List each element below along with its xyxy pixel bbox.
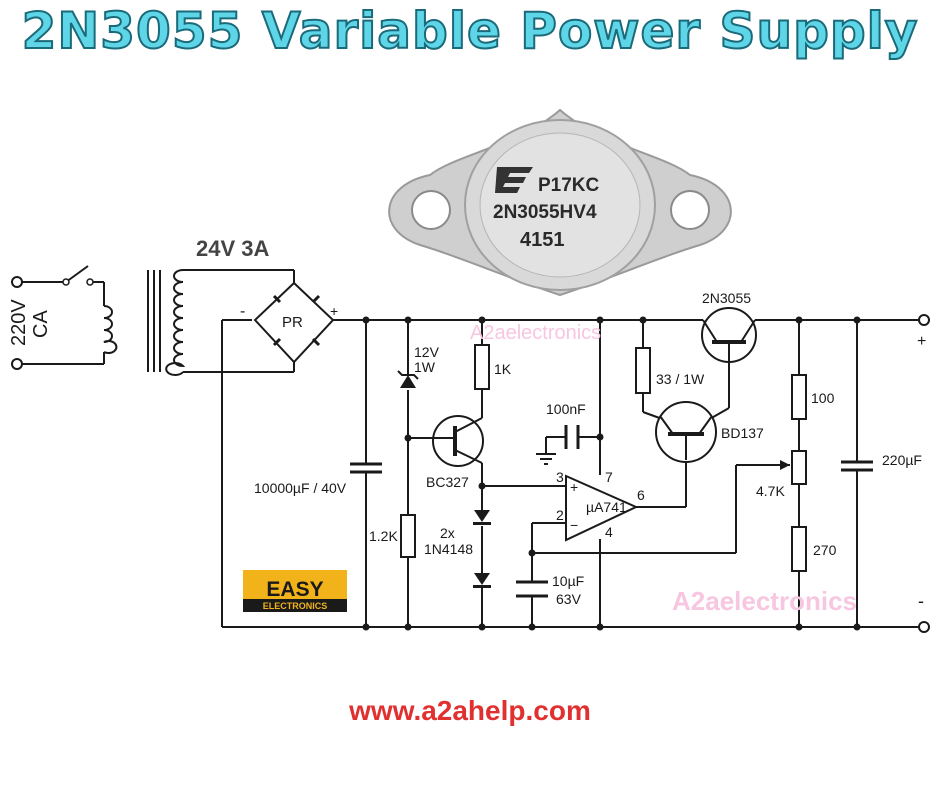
capacitor-main (350, 462, 382, 474)
page-title: 2N3055 Variable Power Supply (21, 1, 919, 61)
opamp-ua741 (565, 474, 639, 542)
resistor-270 (791, 526, 807, 572)
mains-terminal-top (11, 276, 23, 288)
output-terminal-minus (918, 621, 930, 633)
label-diodes-count: 2x (440, 525, 455, 541)
label-bridge-minus: - (240, 303, 245, 320)
website-url: www.a2ahelp.com (349, 695, 591, 726)
label-pin6: 6 (637, 487, 645, 503)
diodes-1n4148 (473, 510, 491, 588)
terminals (11, 276, 930, 633)
mains-switch (62, 278, 94, 286)
label-r270: 270 (813, 542, 837, 558)
label-zener-w: 1W (414, 359, 436, 375)
easy-electronics-logo: EASY ELECTRONICS (243, 570, 347, 612)
label-opamp: µA741 (586, 499, 627, 515)
label-c10-voltage: 63V (556, 591, 582, 607)
zener-diode (397, 370, 419, 388)
label-pin7: 7 (605, 469, 613, 485)
transistor-2n3055 (701, 307, 757, 363)
label-q-power: 2N3055 (702, 290, 751, 306)
label-bridge-plus: + (330, 303, 338, 319)
label-pin2: 2 (556, 507, 564, 523)
ground-icon (536, 453, 556, 465)
labels: 220V CA 24V 3A PR - + 12V 1W 1K 100nF 33… (8, 236, 926, 611)
transistor-brand: P17KC (538, 175, 600, 196)
label-opamp-minus: − (570, 517, 578, 533)
label-pot: 4.7K (756, 483, 785, 499)
label-out-plus: + (917, 333, 926, 350)
bridge-rectifier (253, 281, 335, 364)
label-zener-v: 12V (414, 344, 440, 360)
capacitor-output (841, 460, 873, 472)
resistors (400, 344, 807, 572)
label-diodes-type: 1N4148 (424, 541, 473, 557)
transistor-bd137 (655, 401, 717, 463)
label-c10-value: 10µF (552, 573, 584, 589)
label-pin3: 3 (556, 469, 564, 485)
resistor-100 (791, 374, 807, 420)
label-mains-voltage: 220V (8, 299, 30, 346)
label-r33: 33 / 1W (656, 371, 705, 387)
label-pin4: 4 (605, 524, 613, 540)
potentiometer-4-7k (791, 450, 807, 485)
label-q-driver: BD137 (721, 425, 764, 441)
capacitor-100nf (564, 425, 580, 449)
label-out-minus: - (918, 591, 924, 611)
output-terminal-plus (918, 314, 930, 326)
resistor-1-2k (400, 514, 416, 558)
label-r1-2k: 1.2K (369, 528, 398, 544)
manufacturer-logo-icon (495, 167, 533, 193)
label-mains-type: CA (30, 310, 52, 338)
label-opamp-plus: + (570, 479, 578, 495)
resistor-1k (474, 344, 490, 390)
junction-dots (362, 316, 861, 631)
label-r1k: 1K (494, 361, 512, 377)
pot-wiper-arrow-icon (780, 460, 790, 470)
transistor-bc327 (432, 415, 484, 467)
label-bridge: PR (282, 314, 303, 331)
transformer (103, 269, 186, 376)
label-c-out: 220µF (882, 452, 922, 468)
resistor-33 (635, 347, 651, 394)
label-c-main: 10000µF / 40V (254, 480, 347, 496)
svg-text:EASY: EASY (266, 578, 323, 601)
label-transformer-rating: 24V 3A (196, 236, 269, 261)
watermark-top: A2aelectronics (470, 322, 601, 344)
capacitor-10uf (516, 580, 548, 598)
transistor-code: 4151 (520, 229, 565, 251)
label-cap-100nf: 100nF (546, 401, 586, 417)
svg-text:ELECTRONICS: ELECTRONICS (263, 601, 328, 611)
transistor-part: 2N3055HV4 (493, 202, 597, 223)
mains-terminal-bottom (11, 358, 23, 370)
label-q-bc327: BC327 (426, 474, 469, 490)
wires (22, 265, 920, 628)
watermark-bottom: A2aelectronics (672, 586, 857, 616)
label-r100: 100 (811, 390, 835, 406)
transistor-photo: P17KC 2N3055HV4 4151 (388, 108, 732, 297)
